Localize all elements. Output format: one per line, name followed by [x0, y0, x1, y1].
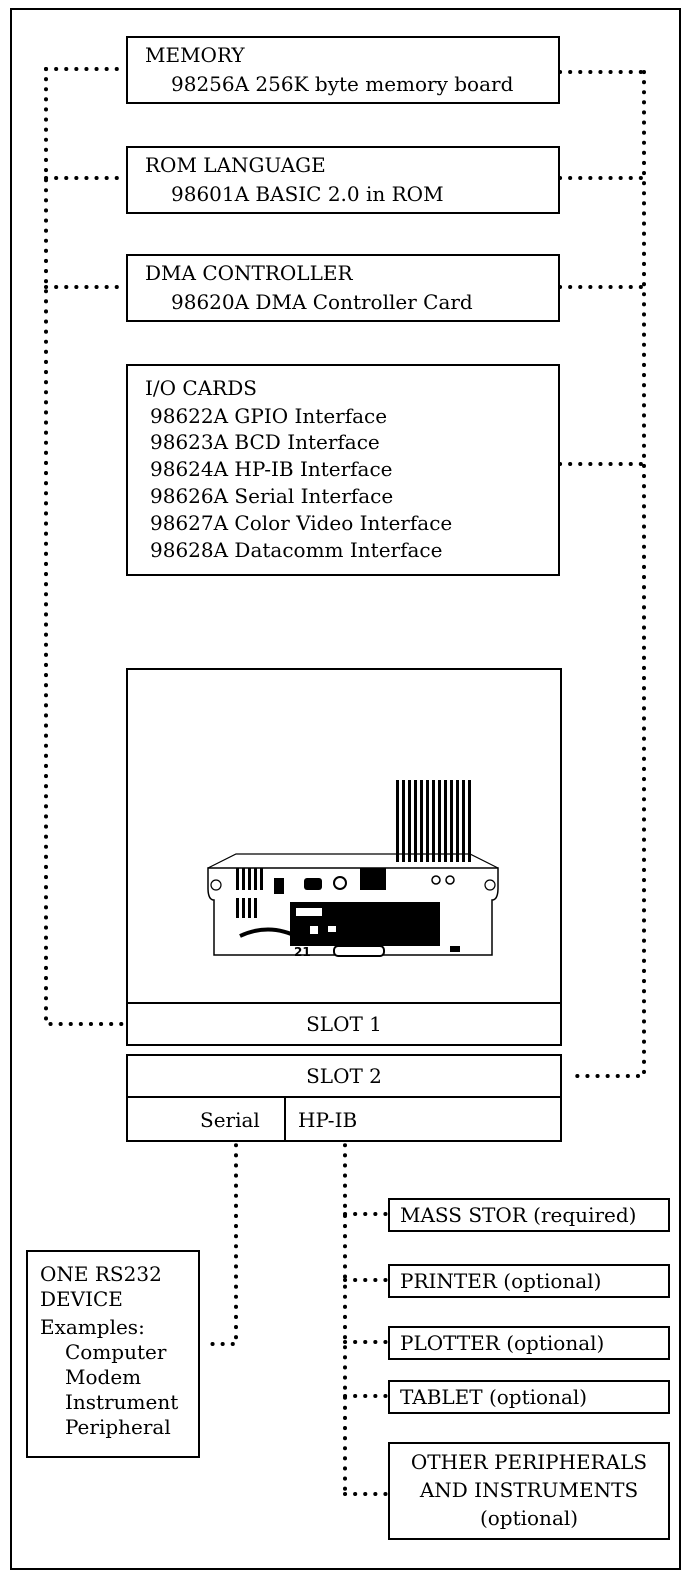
io-card-color-video: 98627A Color Video Interface	[150, 513, 452, 533]
rs232-examples-label: Examples:	[40, 1317, 145, 1337]
rs232-title-line1: ONE RS232	[40, 1264, 162, 1284]
memory-box: MEMORY 98256A 256K byte memory board	[126, 36, 560, 104]
photo-label: 21	[294, 945, 311, 959]
rs232-example-modem: Modem	[65, 1367, 141, 1387]
computer-back-panel-photo: 21	[200, 750, 500, 980]
io-card-hpib: 98624A HP-IB Interface	[150, 459, 393, 479]
printer-box: PRINTER (optional)	[388, 1264, 670, 1298]
io-cards-title: I/O CARDS	[145, 378, 257, 398]
dma-controller-title: DMA CONTROLLER	[145, 263, 353, 283]
rs232-example-instrument: Instrument	[65, 1392, 178, 1412]
dma-controller-item: 98620A DMA Controller Card	[171, 292, 473, 312]
rom-language-title: ROM LANGUAGE	[145, 155, 326, 175]
serial-port: Serial	[126, 1096, 286, 1142]
io-card-gpio: 98622A GPIO Interface	[150, 406, 387, 426]
slot-2: SLOT 2	[126, 1054, 562, 1098]
hpib-port: HP-IB	[284, 1096, 562, 1142]
other-peripherals-line1: OTHER PERIPHERALS	[390, 1452, 668, 1472]
io-card-datacomm: 98628A Datacomm Interface	[150, 540, 442, 560]
rs232-example-peripheral: Peripheral	[65, 1417, 171, 1437]
rom-language-item: 98601A BASIC 2.0 in ROM	[171, 184, 444, 204]
io-card-bcd: 98623A BCD Interface	[150, 432, 380, 452]
io-cards-box: I/O CARDS 98622A GPIO Interface 98623A B…	[126, 364, 560, 576]
other-peripherals-line2: AND INSTRUMENTS	[390, 1480, 668, 1500]
mass-storage-box: MASS STOR (required)	[388, 1198, 670, 1232]
io-card-serial: 98626A Serial Interface	[150, 486, 393, 506]
tablet-box: TABLET (optional)	[388, 1380, 670, 1414]
plotter-box: PLOTTER (optional)	[388, 1326, 670, 1360]
serial-port-label: Serial	[200, 1110, 260, 1130]
other-peripherals-box: OTHER PERIPHERALS AND INSTRUMENTS (optio…	[388, 1442, 670, 1540]
other-peripherals-line3: (optional)	[390, 1508, 668, 1528]
dma-controller-box: DMA CONTROLLER 98620A DMA Controller Car…	[126, 254, 560, 322]
rom-language-box: ROM LANGUAGE 98601A BASIC 2.0 in ROM	[126, 146, 560, 214]
memory-item: 98256A 256K byte memory board	[171, 74, 513, 94]
rs232-example-computer: Computer	[65, 1342, 166, 1362]
memory-title: MEMORY	[145, 45, 245, 65]
hpib-port-label: HP-IB	[298, 1110, 357, 1130]
slot-1: SLOT 1	[126, 1002, 562, 1046]
rs232-device-box: ONE RS232 DEVICE Examples: Computer Mode…	[26, 1250, 200, 1458]
rs232-title-line2: DEVICE	[40, 1289, 123, 1309]
